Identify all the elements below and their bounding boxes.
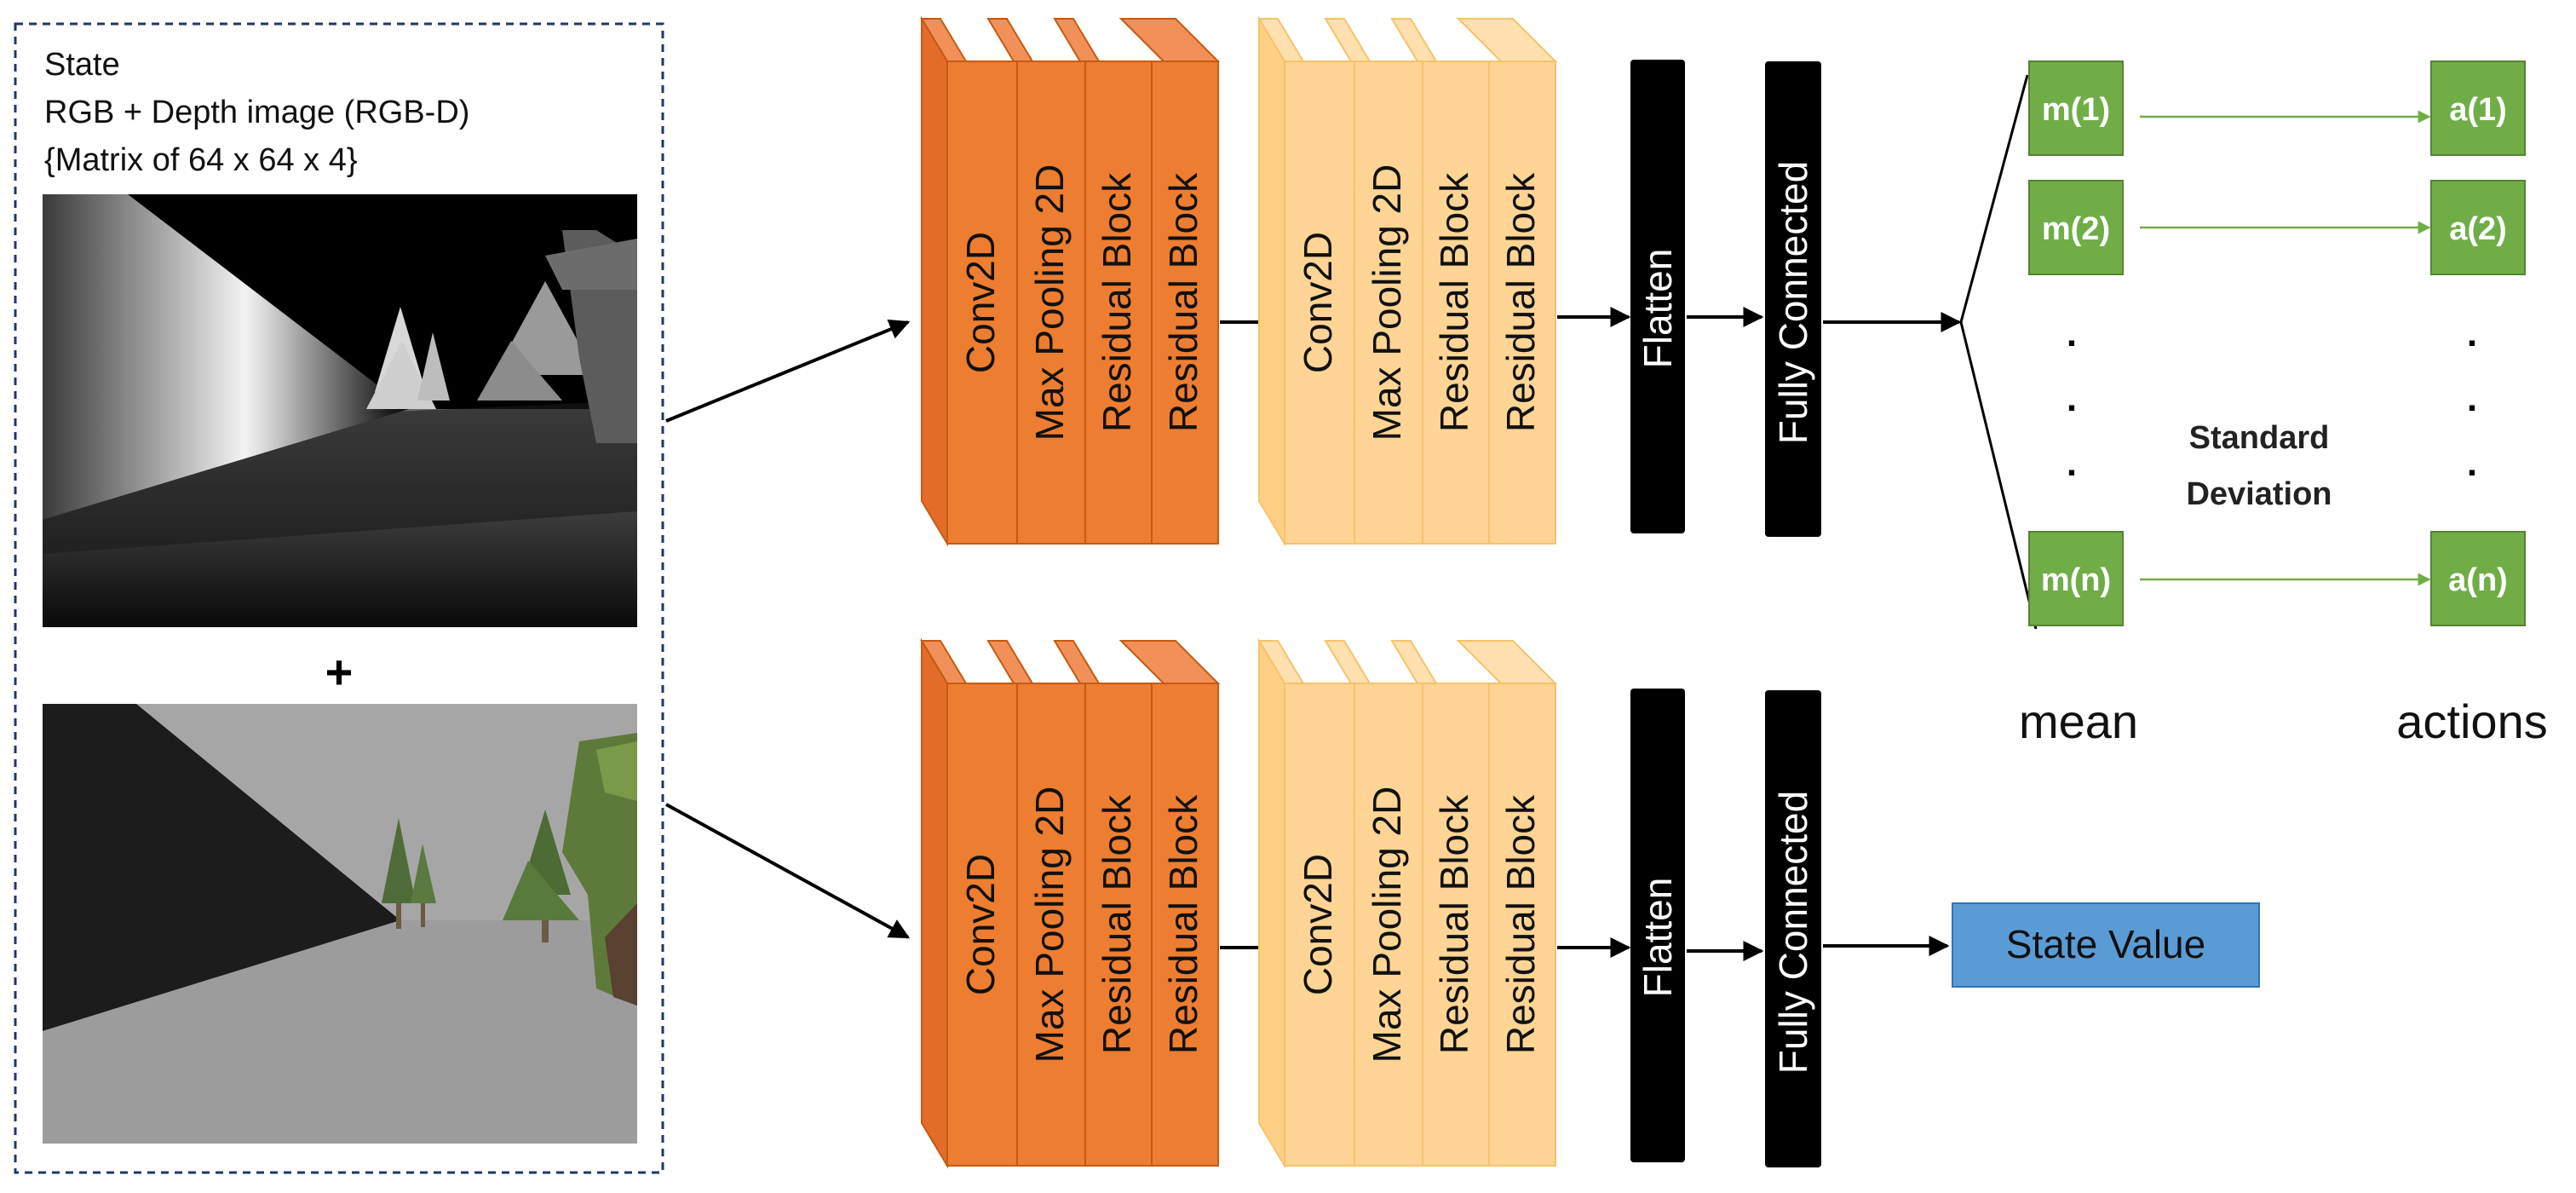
std-dev-label-line1: Standard [2189,420,2330,456]
action-label-1: a(1) [2449,92,2507,128]
actor-fc-label: Fully Connected [1771,161,1815,444]
actor-conv2d-block-2: Conv2D [1257,15,1355,547]
critic-maxpool-2-label: Max Pooling 2D [1365,787,1409,1063]
arrow-state-to-critic [665,803,911,939]
action-label-n: a(n) [2448,562,2508,598]
mean-label-2: m(2) [2042,211,2110,247]
critic-resblock-3: Residual Block [1390,640,1490,1167]
actor-resblock-1: Residual Block [1053,18,1153,545]
critic-fc-label: Fully Connected [1771,791,1815,1074]
critic-conv2d-2-label: Conv2D [1296,854,1340,995]
state-value-box: State Value [1952,902,2260,988]
critic-conv2d-block-2: Conv2D [1257,637,1355,1169]
mean-ellipsis-dot-2: . [2067,377,2077,419]
critic-resblock-1: Residual Block [1053,640,1153,1167]
fan-line-top [1959,74,2029,323]
actor-maxpool-block: Max Pooling 2D [986,18,1086,545]
mean-label-1: m(1) [2042,92,2110,128]
action-box-1: a(1) [2430,61,2526,156]
rgb-tree-icon [382,818,416,903]
action-ellipsis-dot-3: . [2467,442,2477,484]
state-title: State [44,47,120,83]
critic-fc-bar: Fully Connected [1765,690,1821,1167]
actor-orange-stack: Conv2D Max Pooling 2D Residual Block Res… [920,15,1221,547]
actor-resblock-2-label: Residual Block [1161,172,1205,432]
actor-resblock-4-label: Residual Block [1498,172,1543,432]
critic-orange-stack: Conv2D Max Pooling 2D Residual Block Res… [920,637,1221,1169]
critic-maxpool-block: Max Pooling 2D [986,640,1086,1167]
action-ellipsis-dot-1: . [2467,313,2477,354]
fan-line-bottom [1959,321,2038,630]
mean-box-n: m(n) [2028,531,2124,626]
critic-conv2d-block: Conv2D [920,637,1018,1169]
mean-ellipsis-dot-3: . [2067,442,2077,484]
critic-conv2d-label: Conv2D [958,854,1003,995]
rgb-image [43,704,637,1144]
actor-conv2d-block: Conv2D [920,15,1018,547]
critic-resblock-1-label: Residual Block [1095,794,1139,1054]
actions-caption: actions [2396,694,2547,748]
actor-fc-bar: Fully Connected [1765,61,1821,537]
state-subtitle: RGB + Depth image (RGB-D) [44,95,469,130]
mean-ellipsis-dot-1: . [2067,313,2077,354]
actor-resblock-3: Residual Block [1390,18,1490,545]
arrow-state-to-actor [665,320,911,423]
critic-flatten-label: Flatten [1636,878,1680,998]
critic-maxpool-block-2: Max Pooling 2D [1324,640,1423,1167]
critic-resblock-4: Residual Block [1456,640,1558,1167]
action-box-2: a(2) [2430,180,2526,275]
actor-yellow-stack: Conv2D Max Pooling 2D Residual Block Res… [1257,15,1558,547]
state-panel-border [14,22,664,1174]
actor-maxpool-2-label: Max Pooling 2D [1365,164,1409,441]
depth-image [43,194,637,627]
critic-maxpool-label: Max Pooling 2D [1027,787,1072,1063]
critic-resblock-2: Residual Block [1118,640,1221,1167]
mean-box-1: m(1) [2028,61,2124,156]
critic-resblock-3-label: Residual Block [1432,794,1476,1054]
action-box-n: a(n) [2430,531,2526,626]
action-label-2: a(2) [2449,211,2507,247]
actor-conv2d-2-label: Conv2D [1296,232,1340,373]
critic-resblock-4-label: Residual Block [1498,794,1543,1054]
state-value-label: State Value [2006,922,2205,966]
action-ellipsis-dot-2: . [2467,377,2477,419]
actor-conv2d-label: Conv2D [958,232,1003,373]
std-dev-label-line2: Deviation [2186,476,2332,512]
state-shape: {Matrix of 64 x 64 x 4} [44,142,358,178]
mean-label-n: m(n) [2041,562,2111,598]
plus-sign: + [325,645,354,699]
critic-resblock-2-label: Residual Block [1161,794,1205,1054]
mean-box-2: m(2) [2028,180,2124,275]
actor-flatten-bar: Flatten [1630,60,1685,533]
state-panel: State RGB + Depth image (RGB-D) {Matrix … [14,22,664,1174]
actor-maxpool-label: Max Pooling 2D [1027,164,1072,441]
actor-resblock-2: Residual Block [1118,18,1221,545]
critic-flatten-bar: Flatten [1630,689,1685,1162]
critic-yellow-stack: Conv2D Max Pooling 2D Residual Block Res… [1257,637,1558,1169]
mean-caption: mean [2019,694,2138,748]
actor-resblock-3-label: Residual Block [1432,172,1476,432]
actor-resblock-4: Residual Block [1456,18,1558,545]
actor-flatten-label: Flatten [1636,249,1680,369]
actor-resblock-1-label: Residual Block [1095,172,1139,432]
